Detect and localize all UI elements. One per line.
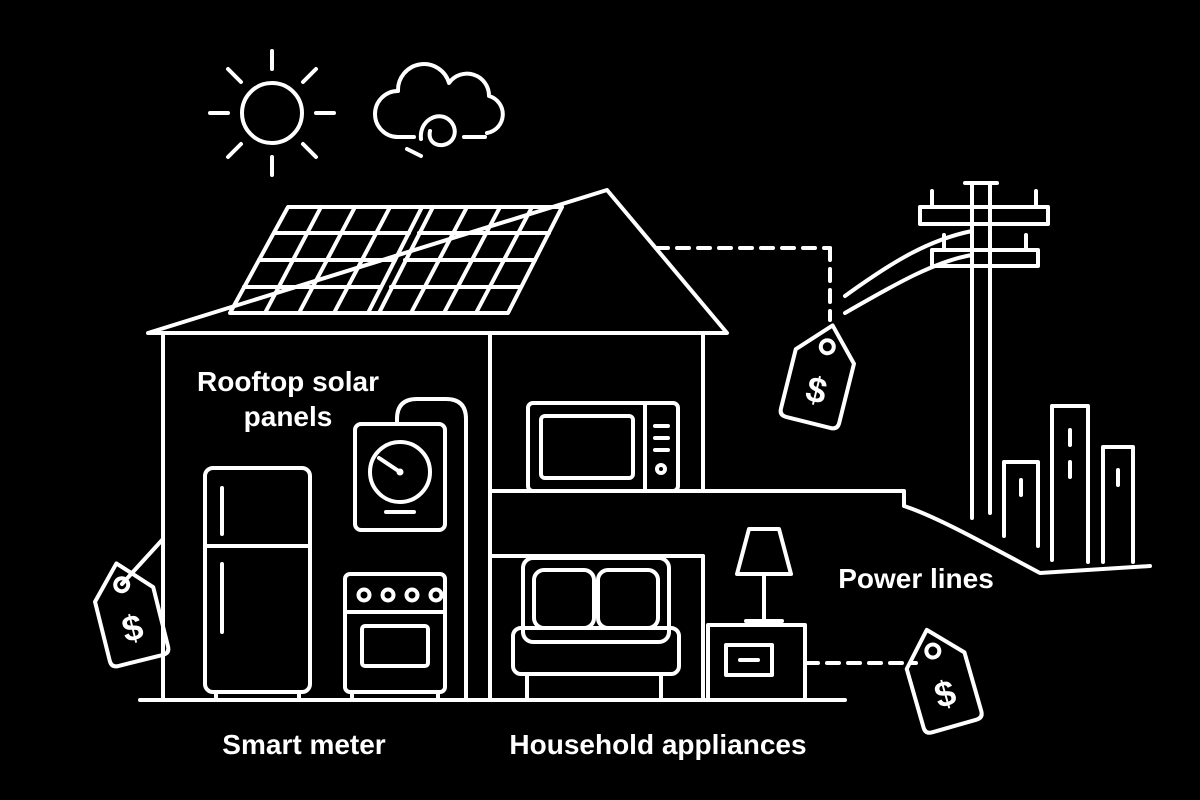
price-tag-icon-middle: $	[778, 323, 856, 431]
rooftop-solar-label-line2: panels	[244, 401, 333, 432]
rooftop-solar-label-line1: Rooftop solar	[197, 366, 379, 397]
hill-line	[701, 489, 1152, 575]
price-symbol: $	[930, 671, 961, 716]
stove-icon	[343, 572, 447, 702]
microwave-icon	[526, 401, 680, 493]
sun-icon	[208, 49, 336, 177]
city-skyline-icon	[701, 404, 1152, 575]
refrigerator-icon	[203, 466, 312, 702]
nightstand-icon	[706, 623, 807, 702]
price-tag-icon-left: $	[93, 561, 171, 669]
meter-conduit	[395, 397, 468, 702]
smart-meter-icon	[353, 422, 447, 532]
lamp-icon	[735, 527, 793, 623]
tag-string	[120, 537, 165, 586]
smart-meter-label: Smart meter	[222, 729, 386, 760]
solar-panels-icon	[228, 205, 564, 315]
household-appliances-label: Household appliances	[509, 729, 806, 760]
bed-icon	[511, 556, 681, 700]
price-symbol: $	[802, 368, 831, 413]
utility-pole-icon	[918, 181, 1050, 520]
dashed-connectors	[654, 246, 918, 665]
price-tag-icon-right: $	[904, 627, 984, 735]
storm-cloud-icon	[373, 62, 505, 158]
power-lines-label: Power lines	[838, 563, 994, 594]
price-symbol: $	[118, 606, 147, 651]
power-wires-icon	[843, 229, 974, 315]
